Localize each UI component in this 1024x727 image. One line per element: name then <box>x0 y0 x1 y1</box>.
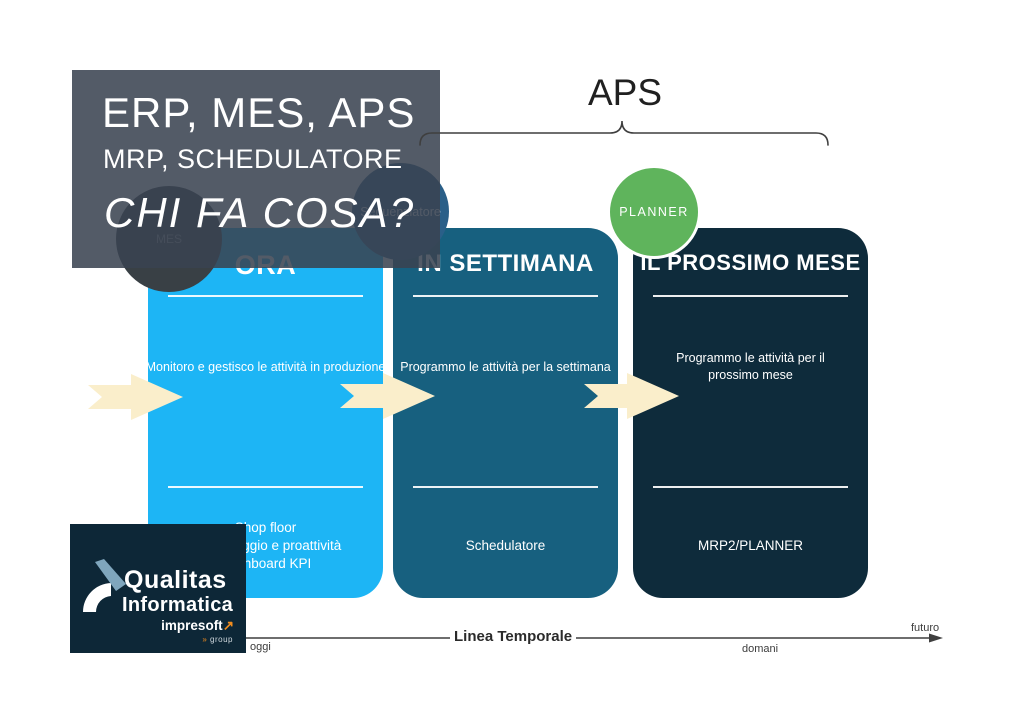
card-prossimo-mese-footer-line1: MRP2/PLANNER <box>697 538 804 554</box>
timeline-arrowhead-icon <box>929 633 943 643</box>
flow-arrow-icon <box>340 373 435 419</box>
flow-arrow-icon <box>584 373 679 419</box>
logo-brand-text: impresoft <box>161 618 223 633</box>
logo-name-informatica: Informatica <box>122 594 234 616</box>
title-line-question: CHI FA COSA? <box>104 189 416 236</box>
timeline-marker-domani: domani <box>742 643 779 655</box>
card-ora-divider-bottom <box>168 486 363 488</box>
timeline-marker-futuro: futuro <box>911 622 940 634</box>
logo-group-line: » group <box>202 635 233 644</box>
timeline-marker-oggi: oggi <box>250 641 271 653</box>
aps-brace-icon <box>419 120 829 146</box>
logo-name-qualitas: Qualitas <box>124 566 227 594</box>
qualitas-logo-box: Qualitas Informatica impresoft↗ » group <box>70 524 246 653</box>
card-prossimo-mese-body: Programmo le attività per il prossimo me… <box>676 351 825 382</box>
role-circle-planner: PLANNER <box>607 165 701 259</box>
card-ora-divider-top <box>168 295 363 297</box>
card-prossimo-mese-title: IL PROSSIMO MESE <box>640 250 861 275</box>
card-prossimo-mese-footer: MRP2/PLANNER <box>637 510 864 582</box>
title-line-systems: ERP, MES, APS <box>102 89 416 136</box>
card-ora-body: Monitoro e gestisco le attività in produ… <box>145 359 386 374</box>
logo-group-text: group <box>210 635 233 644</box>
card-in-settimana-footer: Schedulatore <box>397 510 614 582</box>
role-label-planner: PLANNER <box>619 205 689 219</box>
logo-group-chevron-icon: » <box>202 635 208 644</box>
timeline-title: Linea Temporale <box>450 628 577 645</box>
logo-brand-arrow-icon: ↗ <box>222 618 234 633</box>
card-in-settimana-divider-bottom <box>413 486 598 488</box>
aps-label: APS <box>587 72 663 113</box>
card-prossimo-mese: IL PROSSIMO MESE Programmo le attività p… <box>633 228 868 598</box>
card-prossimo-mese-divider-bottom <box>653 486 848 488</box>
card-in-settimana-title: IN SETTIMANA <box>417 250 594 277</box>
timeline-axis <box>243 633 943 643</box>
qualitas-logo-mark-icon <box>82 559 126 612</box>
card-in-settimana: IN SETTIMANA Programmo le attività per l… <box>393 228 618 598</box>
card-ora-footer-line1: Shop floor <box>234 520 297 536</box>
card-prossimo-mese-divider-top <box>653 295 848 297</box>
card-in-settimana-divider-top <box>413 295 598 297</box>
logo-brand-impresoft: impresoft↗ <box>161 618 234 634</box>
title-box: ERP, MES, APS MRP, SCHEDULATORE CHI FA C… <box>72 70 440 268</box>
card-in-settimana-body: Programmo le attività per la settimana <box>400 359 611 374</box>
flow-arrow-icon <box>88 374 183 420</box>
title-line-modules: MRP, SCHEDULATORE <box>103 144 403 174</box>
card-in-settimana-footer-line1: Schedulatore <box>465 538 546 554</box>
